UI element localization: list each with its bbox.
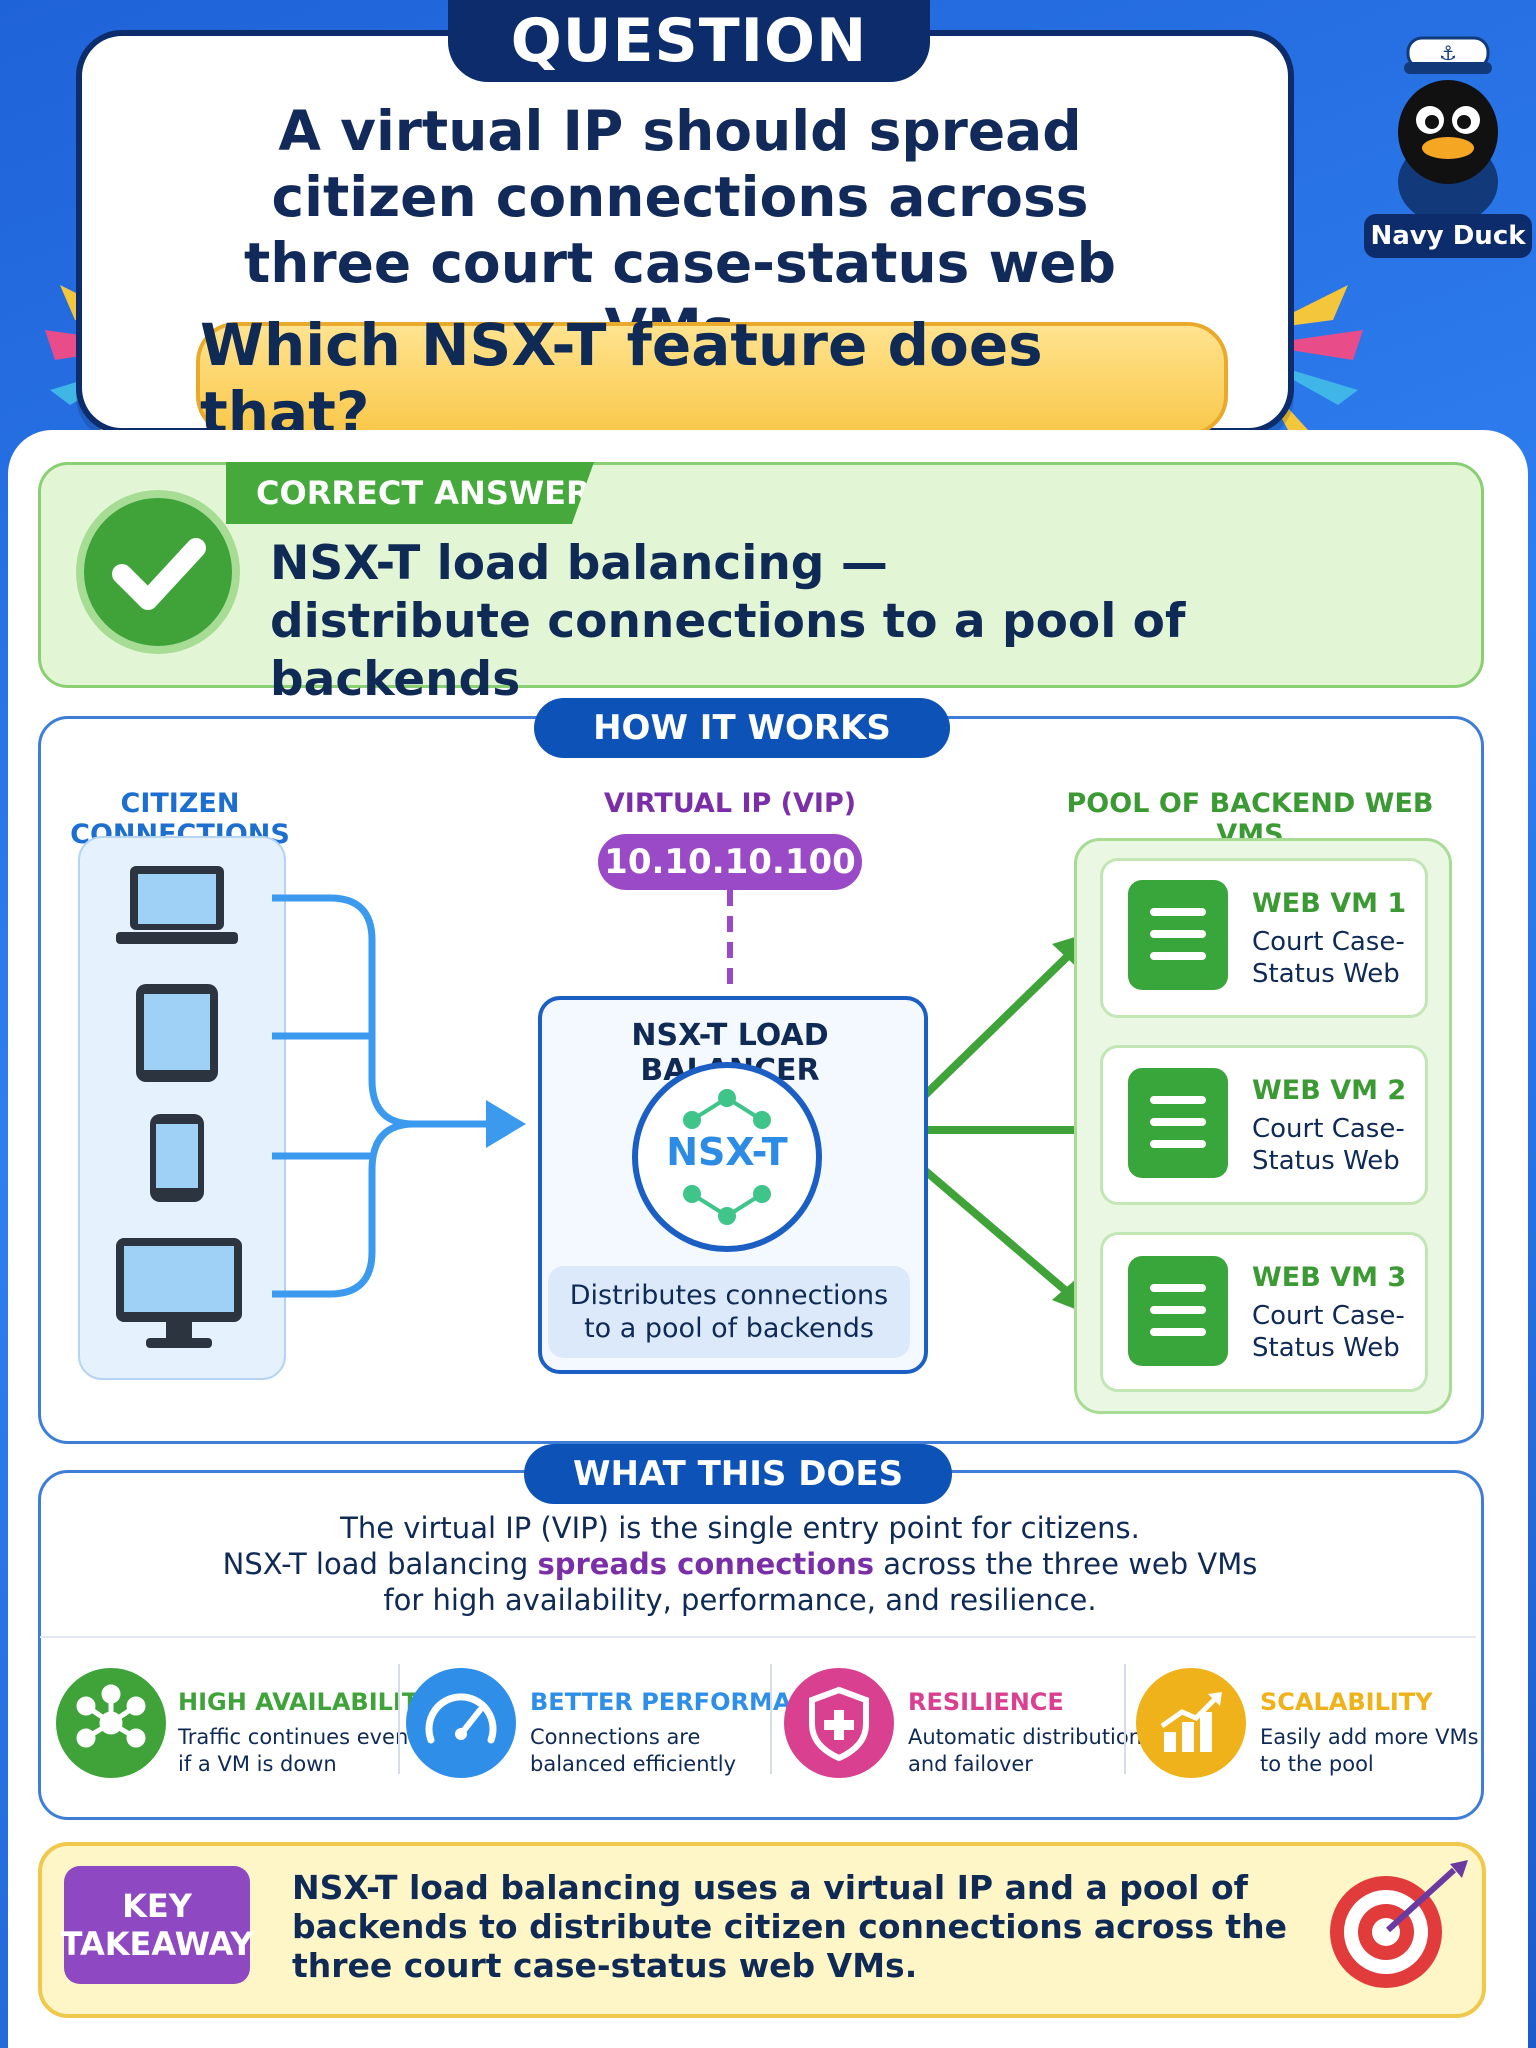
server-icon — [1128, 1256, 1228, 1366]
divider — [1124, 1664, 1126, 1774]
what-highlight: spreads connections — [537, 1547, 875, 1581]
benefit-desc-line-2: balanced efficiently — [530, 1752, 737, 1776]
vip-address: 10.10.10.100 — [598, 834, 862, 890]
load-balancer-description: Distributes connections to a pool of bac… — [548, 1266, 910, 1358]
server-icon — [1128, 1068, 1228, 1178]
benefit-description: Automatic distribution and failover — [908, 1724, 1142, 1778]
mascot-label: Navy Duck — [1364, 214, 1532, 258]
benefit-desc-line-2: and failover — [908, 1752, 1033, 1776]
question-ask: Which NSX-T feature does that? — [196, 311, 1228, 447]
how-it-works-title: HOW IT WORKS — [534, 698, 950, 758]
laptop-icon — [116, 866, 238, 944]
answer-line-2: distribute connections to a pool of back… — [270, 594, 1186, 707]
key-takeaway-badge-line-1: KEY — [122, 1887, 192, 1925]
benefit-desc-line-2: if a VM is down — [178, 1752, 337, 1776]
what-this-does-panel — [38, 1470, 1484, 1820]
question-tab: QUESTION — [448, 0, 930, 82]
lb-desc-line-2: to a pool of backends — [584, 1313, 874, 1344]
key-takeaway-box — [38, 1842, 1486, 2018]
svg-text:⚓: ⚓ — [1439, 41, 1457, 65]
vm-description: Court Case- Status Web — [1252, 926, 1405, 990]
benefit-description: Traffic continues even if a VM is down — [178, 1724, 408, 1778]
benefit-title: HIGH AVAILABILITY — [178, 1688, 436, 1716]
checkmark-circle-icon — [76, 490, 240, 654]
key-takeaway-badge-line-2: TAKEAWAY — [60, 1925, 254, 1963]
divider — [398, 1664, 400, 1774]
benefit-description: Easily add more VMs to the pool — [1260, 1724, 1479, 1778]
benefit-title: RESILIENCE — [908, 1688, 1064, 1716]
vm-name: WEB VM 1 — [1252, 888, 1407, 919]
growth-chart-icon — [1136, 1668, 1246, 1778]
benefit-desc-line-1: Connections are — [530, 1725, 701, 1749]
nsx-t-logo-text: NSX-T — [666, 1130, 788, 1174]
vm-desc-line-2: Status Web — [1252, 1333, 1400, 1363]
network-nodes-icon — [683, 1089, 771, 1225]
nsx-t-logo-circle — [632, 1062, 822, 1252]
key-takeaway-badge: KEY TAKEAWAY — [61, 1866, 253, 1984]
target-icon — [1330, 1860, 1468, 1988]
tablet-icon — [136, 984, 218, 1082]
benefits-row — [40, 1636, 1476, 1814]
vm-desc-line-2: Status Web — [1252, 959, 1400, 989]
vm-name: WEB VM 3 — [1252, 1262, 1407, 1293]
correct-answer-text: NSX-T load balancing — distribute connec… — [270, 535, 1450, 709]
benefit-desc-line-1: Automatic distribution — [908, 1725, 1143, 1749]
what-line-2: NSX-T load balancing spreads connections… — [120, 1546, 1360, 1582]
speedometer-icon — [406, 1668, 516, 1778]
what-this-does-title: WHAT THIS DOES — [524, 1444, 952, 1504]
desktop-monitor-icon — [116, 1238, 242, 1348]
what-line-3: for high availability, performance, and … — [383, 1583, 1097, 1617]
vm-name: WEB VM 2 — [1252, 1075, 1407, 1106]
key-takeaway-text: NSX-T load balancing uses a virtual IP a… — [292, 1868, 1288, 1985]
lb-desc-line-1: Distributes connections — [569, 1280, 889, 1311]
correct-answer-ribbon: CORRECT ANSWER — [226, 462, 594, 524]
benefit-desc-line-1: Easily add more VMs — [1260, 1725, 1479, 1749]
network-nodes-icon — [56, 1668, 166, 1778]
what-this-does-text: The virtual IP (VIP) is the single entry… — [120, 1510, 1360, 1618]
what-line-1: The virtual IP (VIP) is the single entry… — [340, 1511, 1140, 1545]
vm-desc-line-1: Court Case- — [1252, 1114, 1405, 1144]
vm-description: Court Case- Status Web — [1252, 1300, 1405, 1364]
phone-icon — [150, 1114, 204, 1202]
vm-desc-line-1: Court Case- — [1252, 927, 1405, 957]
vip-title: VIRTUAL IP (VIP) — [603, 788, 857, 819]
what-line-2-post: across the three web VMs — [874, 1547, 1258, 1581]
benefit-title: SCALABILITY — [1260, 1688, 1433, 1716]
benefit-desc-line-2: to the pool — [1260, 1752, 1374, 1776]
shield-icon — [784, 1668, 894, 1778]
vm-description: Court Case- Status Web — [1252, 1113, 1405, 1177]
divider — [770, 1664, 772, 1774]
server-icon — [1128, 880, 1228, 990]
benefit-description: Connections are balanced efficiently — [530, 1724, 736, 1778]
vm-desc-line-2: Status Web — [1252, 1146, 1400, 1176]
answer-line-1: NSX-T load balancing — — [270, 536, 888, 591]
benefit-desc-line-1: Traffic continues even — [178, 1725, 409, 1749]
what-line-2-pre: NSX-T load balancing — [222, 1547, 538, 1581]
vm-desc-line-1: Court Case- — [1252, 1301, 1405, 1331]
